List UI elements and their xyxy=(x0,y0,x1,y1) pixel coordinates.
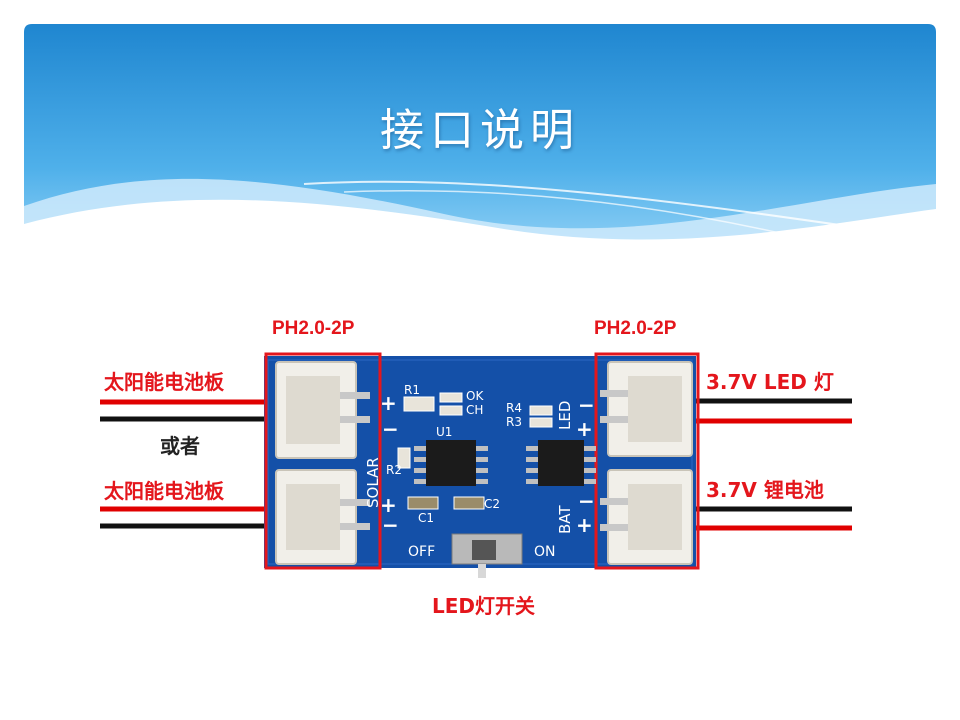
silk-solar: SOLAR xyxy=(364,457,382,508)
slide-title: 接口说明 xyxy=(380,105,580,156)
right-connector-type-label: PH2.0-2P xyxy=(594,318,677,339)
or-label: 或者 xyxy=(160,434,200,458)
silk-r2: R2 xyxy=(386,463,402,477)
silk-c1: C1 xyxy=(418,511,434,525)
silk-plus-bat: + xyxy=(576,513,593,537)
solar-panel-label-bottom: 太阳能电池板 xyxy=(104,479,224,503)
silk-led: LED xyxy=(556,401,574,430)
silk-bat: BAT xyxy=(556,505,574,534)
silk-c2: C2 xyxy=(484,497,500,511)
solar-panel-label-top: 太阳能电池板 xyxy=(104,370,224,394)
silk-r4: R4 xyxy=(506,401,522,415)
right-connector-top xyxy=(600,361,693,457)
left-wires xyxy=(100,399,278,529)
silk-plus-solar-bottom: + xyxy=(380,493,397,517)
silk-minus-bat: − xyxy=(578,489,595,513)
right-connector-bottom xyxy=(600,469,693,565)
silk-minus-solar-bottom: − xyxy=(382,513,399,537)
silk-u1: U1 xyxy=(436,425,452,439)
silk-minus-solar-top: − xyxy=(382,417,399,441)
silk-r1: R1 xyxy=(404,383,420,397)
led-slide-switch xyxy=(451,533,523,578)
smd-components xyxy=(397,392,553,510)
left-connector-type-label: PH2.0-2P xyxy=(272,318,355,339)
silk-plus-led: + xyxy=(576,417,593,441)
slide-header: 接口说明 xyxy=(24,24,936,264)
led-switch-label: LED灯开关 xyxy=(432,594,536,618)
led-lamp-label: 3.7V LED 灯 xyxy=(706,370,834,394)
left-connector-bottom xyxy=(275,469,370,565)
ic-u2-chip xyxy=(526,440,596,486)
left-connector-highlight xyxy=(264,352,382,570)
header-wave-graphic xyxy=(24,24,936,264)
silk-plus-solar-top: + xyxy=(380,391,397,415)
silk-r3: R3 xyxy=(506,415,522,429)
silk-ok: OK xyxy=(466,389,484,403)
li-battery-label: 3.7V 锂电池 xyxy=(706,478,824,502)
silk-on: ON xyxy=(534,544,556,560)
left-connector-top xyxy=(275,361,370,459)
silk-ch: CH xyxy=(466,403,483,417)
silk-off: OFF xyxy=(408,544,435,560)
silk-minus-led: − xyxy=(578,393,595,417)
right-wires xyxy=(690,398,852,531)
ic-u1-chip xyxy=(414,440,488,486)
